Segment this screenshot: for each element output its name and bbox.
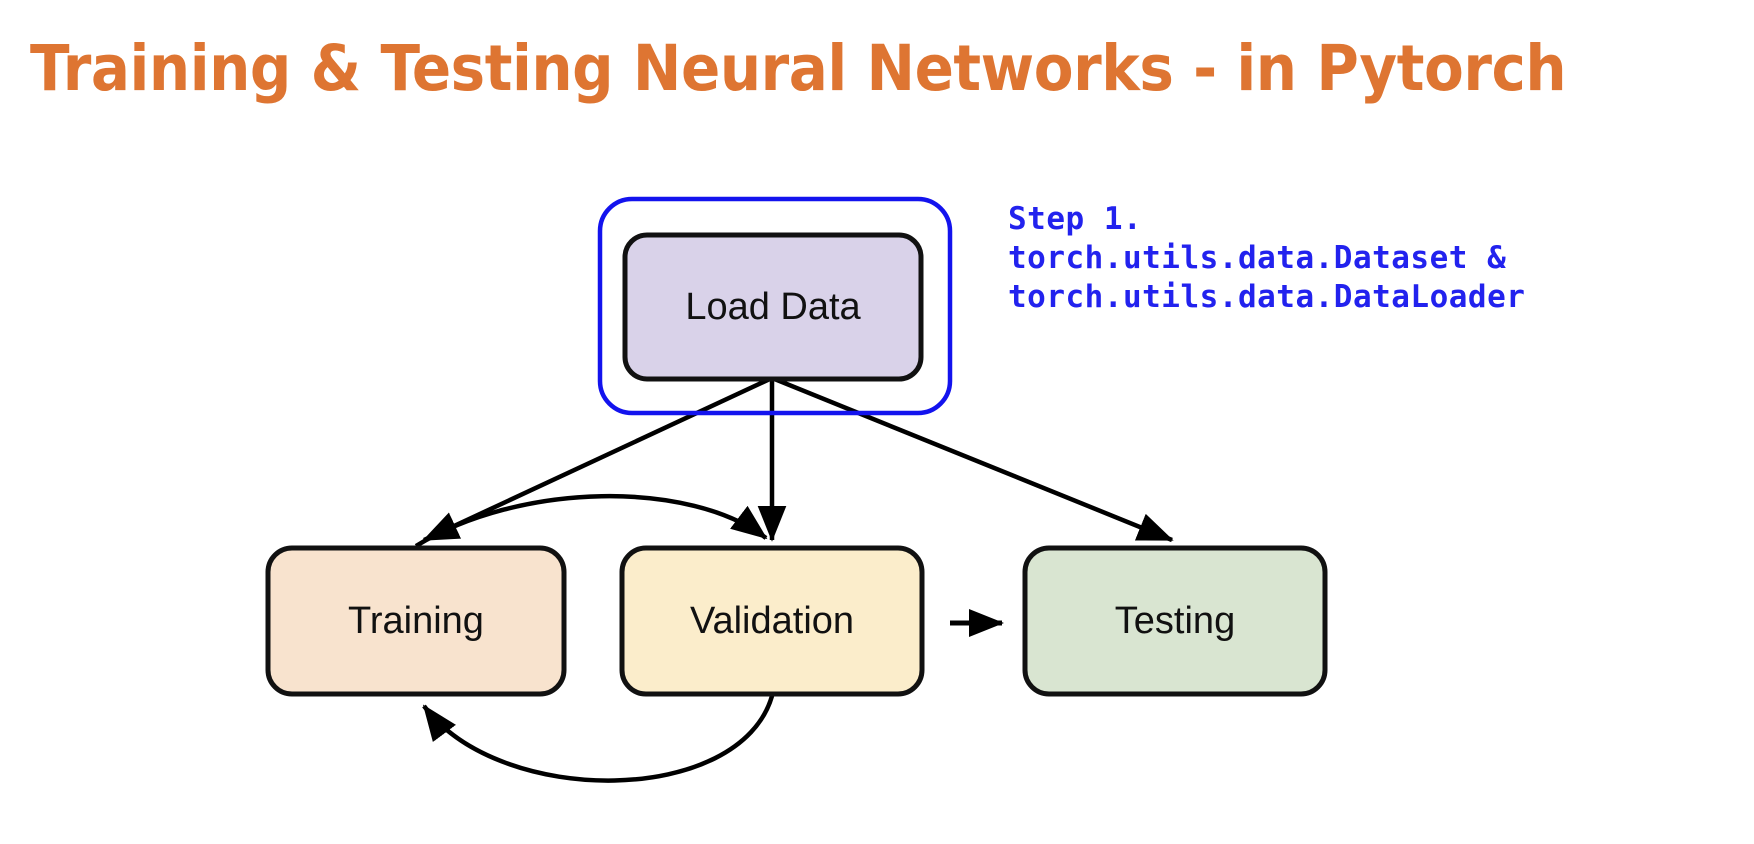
edge-group-train-val-loop — [414, 494, 775, 783]
edge-training-to-validation — [414, 494, 768, 548]
node-label-validation: Validation — [689, 599, 855, 642]
node-label-training: Training — [348, 599, 484, 642]
step-annotation-line-3: torch.utils.data.DataLoader — [1008, 279, 1526, 315]
edge-group-loaddata-fanout — [422, 375, 1174, 543]
node-label-testing: Testing — [1114, 599, 1236, 642]
node-box-validation[interactable] — [619, 545, 925, 697]
edge-loaddata-to-testing — [771, 375, 1174, 543]
step-annotation-line-2: torch.utils.data.Dataset & — [1008, 240, 1507, 276]
edge-loaddata-to-training — [422, 375, 773, 543]
node-box-load-data[interactable] — [622, 232, 924, 382]
node-box-training[interactable] — [265, 545, 567, 697]
node-box-testing[interactable] — [1022, 545, 1328, 697]
step-annotation-line-1: Step 1. — [1008, 201, 1143, 237]
load-data-highlight-outline — [597, 196, 953, 416]
step-annotation: Step 1. torch.utils.data.Dataset & torch… — [1008, 200, 1738, 317]
page-title: Training & Testing Neural Networks - in … — [30, 32, 1567, 105]
edge-validation-to-training — [422, 695, 775, 783]
node-label-load-data: Load Data — [685, 285, 861, 328]
